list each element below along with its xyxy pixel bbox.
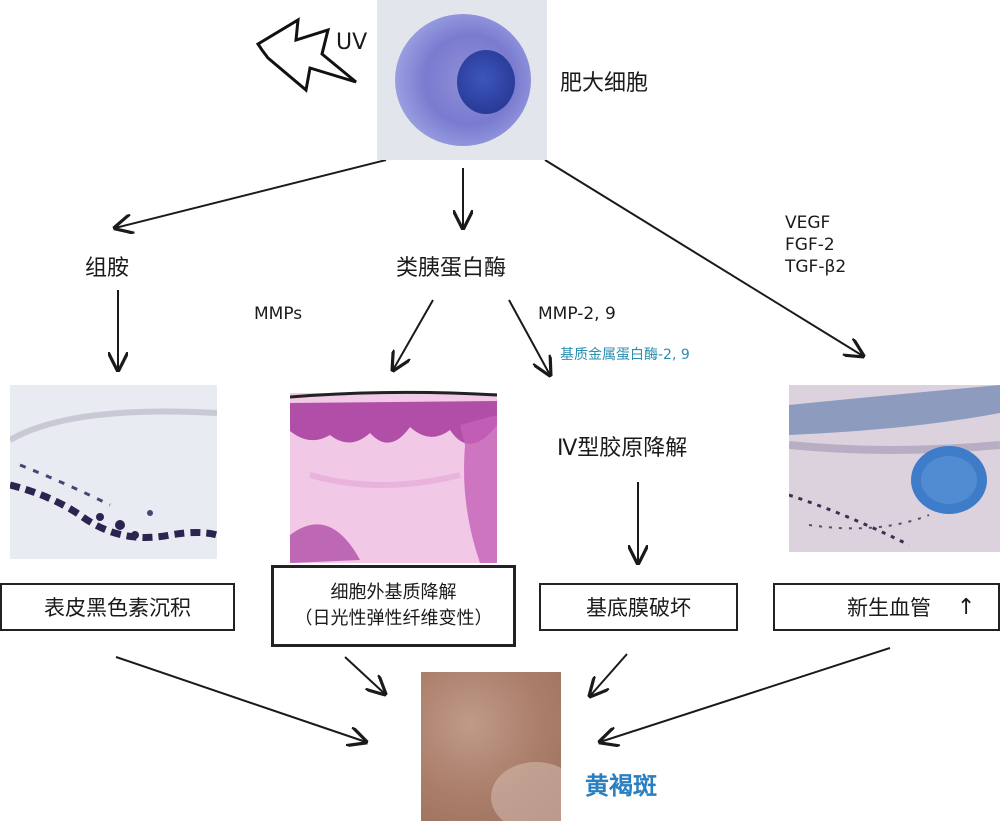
growth-factor-list: VEGF FGF-2 TGF-β2	[785, 212, 846, 278]
melasma-label: 黄褐斑	[585, 772, 657, 800]
basement-membrane-box: 基底膜破坏	[539, 583, 738, 631]
mast-cell-label: 肥大细胞	[560, 71, 649, 96]
mmps-label: MMPs	[254, 304, 303, 324]
arrow-angio-result	[600, 647, 891, 742]
growth-factor-fgf2: FGF-2	[785, 235, 835, 255]
angiogenesis-histology-image	[789, 385, 1000, 552]
arrow-ecm-result	[344, 656, 385, 694]
up-arrow-icon: ↑	[957, 594, 976, 620]
growth-factor-tgfb2: TGF-β2	[785, 257, 847, 277]
collagen-iv-label: Ⅳ型胶原降解	[557, 436, 688, 461]
arrow-melanin-result	[115, 656, 366, 742]
ecm-line-1: 细胞外基质降解	[330, 581, 457, 603]
angiogenesis-label: 新生血管	[847, 596, 931, 620]
melanin-deposition-box: 表皮黑色素沉积	[0, 583, 235, 631]
arrow-to-histamine	[115, 159, 387, 228]
arrow-to-ecm	[393, 299, 434, 370]
melasma-skin-image	[421, 672, 561, 821]
angiogenesis-box: 新生血管 ↑	[773, 583, 1000, 631]
arrow-basement-result	[590, 653, 628, 696]
ecm-histology-image	[290, 385, 497, 563]
histamine-label: 组胺	[85, 256, 130, 281]
mmp29-cn-label: 基质金属蛋白酶-2, 9	[560, 347, 690, 363]
mmp29-label: MMP-2, 9	[538, 304, 616, 324]
melanin-histology-image	[10, 385, 217, 559]
growth-factor-vegf: VEGF	[785, 213, 831, 233]
protease-label: 类胰蛋白酶	[396, 256, 507, 281]
ecm-line-2: （日光性弹性纤维变性）	[294, 608, 493, 629]
mast-cell-image	[377, 0, 547, 160]
uv-label: UV	[336, 30, 368, 55]
ecm-degradation-box: 细胞外基质降解 （日光性弹性纤维变性）	[271, 565, 516, 647]
